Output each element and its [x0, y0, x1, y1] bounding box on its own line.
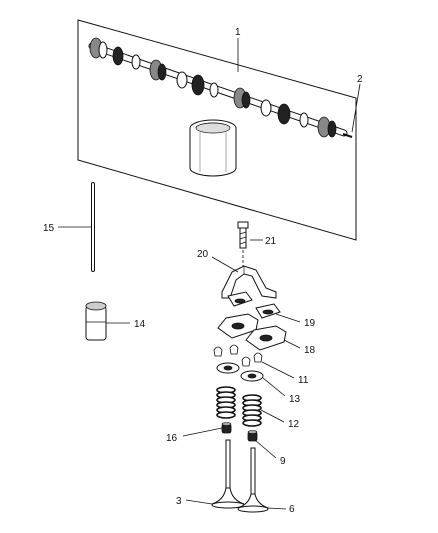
dowel-pin	[342, 133, 353, 138]
callout-15: 15	[43, 223, 55, 234]
callout-1: 1	[235, 27, 241, 38]
callout-13: 13	[289, 394, 301, 405]
callout-14: 14	[134, 319, 146, 330]
valve-stem-seals	[221, 422, 258, 442]
callout-21: 21	[265, 236, 277, 247]
callout-9: 9	[280, 456, 286, 467]
exhaust-valve	[237, 447, 269, 513]
rocker-bridge	[221, 265, 277, 299]
callout-18: 18	[304, 345, 316, 356]
callout-6: 6	[289, 504, 295, 515]
intake-valve	[211, 439, 245, 509]
leader-lines	[58, 38, 361, 510]
rocker-bolt	[237, 221, 249, 266]
callout-2: 2	[357, 74, 363, 85]
lubricant-can	[189, 119, 237, 177]
callout-12: 12	[288, 419, 300, 430]
camshaft	[88, 37, 348, 138]
rocker-pivots	[227, 291, 281, 319]
callout-11: 11	[298, 375, 309, 386]
rocker-arms	[217, 313, 287, 351]
callout-16: 16	[166, 433, 178, 444]
valve-springs	[216, 386, 262, 427]
callout-19: 19	[304, 318, 316, 329]
callout-20: 20	[197, 249, 209, 260]
spring-retainers	[216, 362, 264, 382]
callout-3: 3	[176, 496, 182, 507]
hydraulic-lifter	[85, 301, 107, 341]
valve-keepers	[213, 344, 263, 367]
